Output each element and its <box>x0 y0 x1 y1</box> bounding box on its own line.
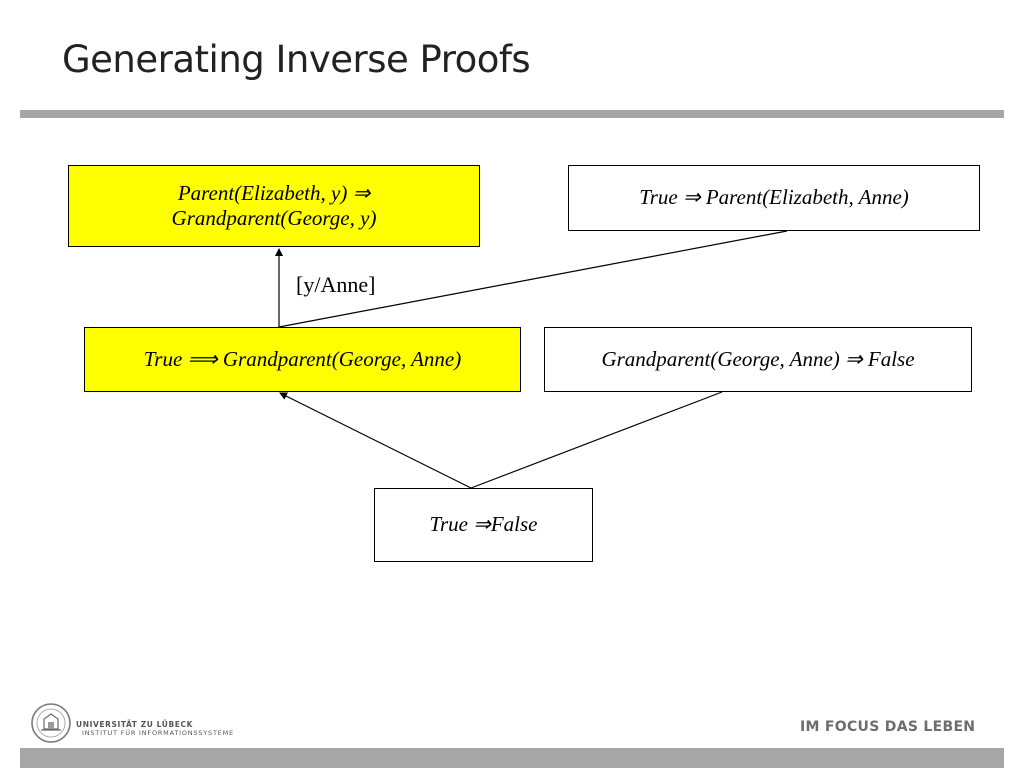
node-derived: True ⟹ Grandparent(George, Anne) <box>84 327 521 392</box>
node-negated-goal: Grandparent(George, Anne) ⇒ False <box>544 327 972 392</box>
page-title: Generating Inverse Proofs <box>62 38 531 81</box>
footer-bar <box>20 748 1004 768</box>
edge-root-to-goal <box>470 391 723 489</box>
node-hypothesis: Parent(Elizabeth, y) ⇒ Grandparent(Georg… <box>68 165 480 247</box>
title-divider <box>20 110 1004 118</box>
institute-name: INSTITUT FÜR INFORMATIONSSYSTEME <box>82 729 234 737</box>
node-fact-label: True ⇒ Parent(Elizabeth, Anne) <box>639 185 909 210</box>
node-contradiction: True ⇒False <box>374 488 593 562</box>
edge-derived-to-fact <box>278 230 788 328</box>
node-negated-goal-label: Grandparent(George, Anne) ⇒ False <box>601 346 915 371</box>
university-name: UNIVERSITÄT ZU LÜBECK <box>76 720 194 729</box>
footer-motto: IM FOCUS DAS LEBEN <box>800 719 976 735</box>
node-hypothesis-line-2: Grandparent(George, y) <box>171 206 377 230</box>
node-fact: True ⇒ Parent(Elizabeth, Anne) <box>568 165 980 231</box>
node-contradiction-label: True ⇒False <box>429 512 538 537</box>
substitution-label: [y/Anne] <box>296 272 376 297</box>
node-derived-label: True ⟹ Grandparent(George, Anne) <box>143 346 462 371</box>
university-seal-icon <box>31 703 71 743</box>
edge-root-to-derived <box>279 392 472 489</box>
node-hypothesis-line-1: Parent(Elizabeth, y) ⇒ <box>177 180 371 205</box>
